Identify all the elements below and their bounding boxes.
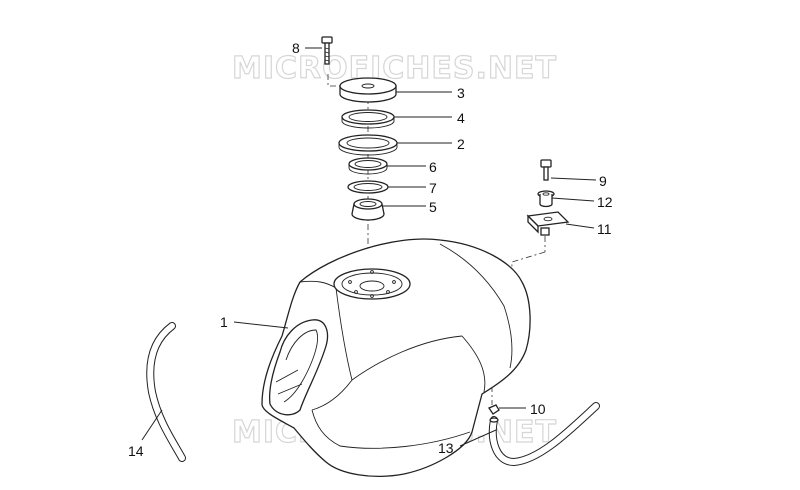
callout-7: 7 [429,180,437,196]
callout-3: 3 [457,85,465,101]
callout-4: 4 [457,110,465,126]
leader-14 [141,409,163,441]
callout-9: 9 [599,173,607,189]
part-14-breather-hose [146,322,186,462]
watermark-top: MICROFICHES.NET [232,51,557,86]
leader-9 [550,177,597,181]
part-12-bushing [537,190,555,208]
part-8-screw [321,36,333,65]
callout-1: 1 [220,314,228,330]
part-13-fuel-hose [488,402,600,467]
callout-11: 11 [597,221,612,237]
part-7-seal [347,180,389,194]
part-1-fuel-tank [261,238,531,477]
part-4-ring [341,109,395,129]
part-6-o-ring [348,157,388,175]
part-5-flange [351,198,385,221]
callout-14: 14 [128,443,144,459]
callout-5: 5 [429,199,437,215]
callout-8: 8 [292,40,300,56]
callout-12: 12 [597,194,613,210]
part-3-fuel-cap [339,77,397,103]
callout-10: 10 [530,401,546,417]
leader-12 [551,197,595,202]
part-9-bolt [540,159,552,181]
part-2-gasket [338,134,398,156]
callout-6: 6 [429,159,437,175]
centerline-screw [327,74,340,87]
leader-11 [565,223,595,229]
leader-1 [233,321,289,329]
callout-13: 13 [438,440,454,456]
callout-2: 2 [457,136,465,152]
part-10-clamp [488,404,500,415]
part-11-bracket [526,211,570,236]
leader-13 [459,429,497,447]
